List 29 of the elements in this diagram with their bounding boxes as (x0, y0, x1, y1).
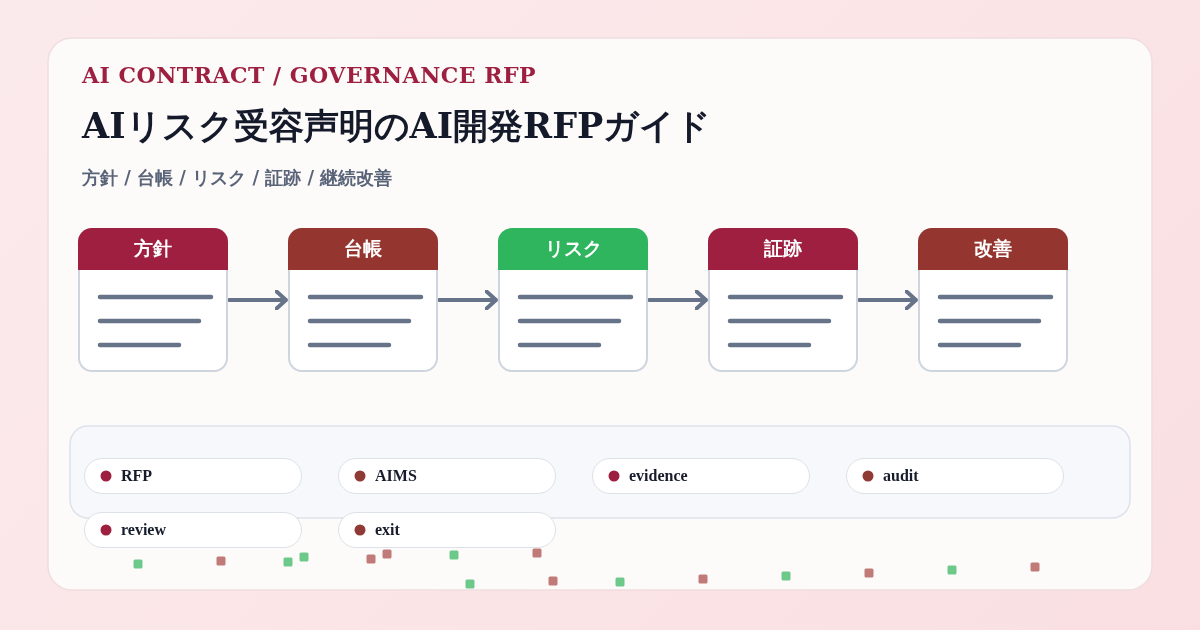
tag-text: exit (375, 520, 400, 540)
tag-text: AIMS (375, 466, 417, 486)
card-header: リスク (498, 228, 648, 270)
arrow (857, 289, 918, 311)
tag-pill (338, 458, 556, 494)
tag-pill (84, 512, 302, 548)
card-header: 証跡 (708, 228, 858, 270)
tag-text: RFP (121, 466, 153, 486)
arrow (647, 289, 708, 311)
step-card (288, 228, 438, 372)
tag-text: evidence (629, 466, 688, 486)
tag-pill (592, 458, 810, 494)
step-card (498, 228, 648, 372)
tag-pill (846, 458, 1064, 494)
card-header: 台帳 (288, 228, 438, 270)
card-header: 方針 (78, 228, 228, 270)
step-card (78, 228, 228, 372)
step-card (918, 228, 1068, 372)
arrow (437, 289, 498, 311)
tag-pill (338, 512, 556, 548)
card-header: 改善 (918, 228, 1068, 270)
subtitle: 方針 / 台帳 / リスク / 証跡 / 継続改善 (82, 166, 393, 190)
step-card (708, 228, 858, 372)
tag-text: audit (883, 466, 919, 486)
arrow (227, 289, 288, 311)
tag-text: review (121, 520, 166, 540)
title: AIリスク受容声明のAI開発RFPガイド (82, 104, 712, 148)
eyebrow-text: AI CONTRACT / GOVERNANCE RFP (82, 62, 537, 88)
tag-pill (84, 458, 302, 494)
